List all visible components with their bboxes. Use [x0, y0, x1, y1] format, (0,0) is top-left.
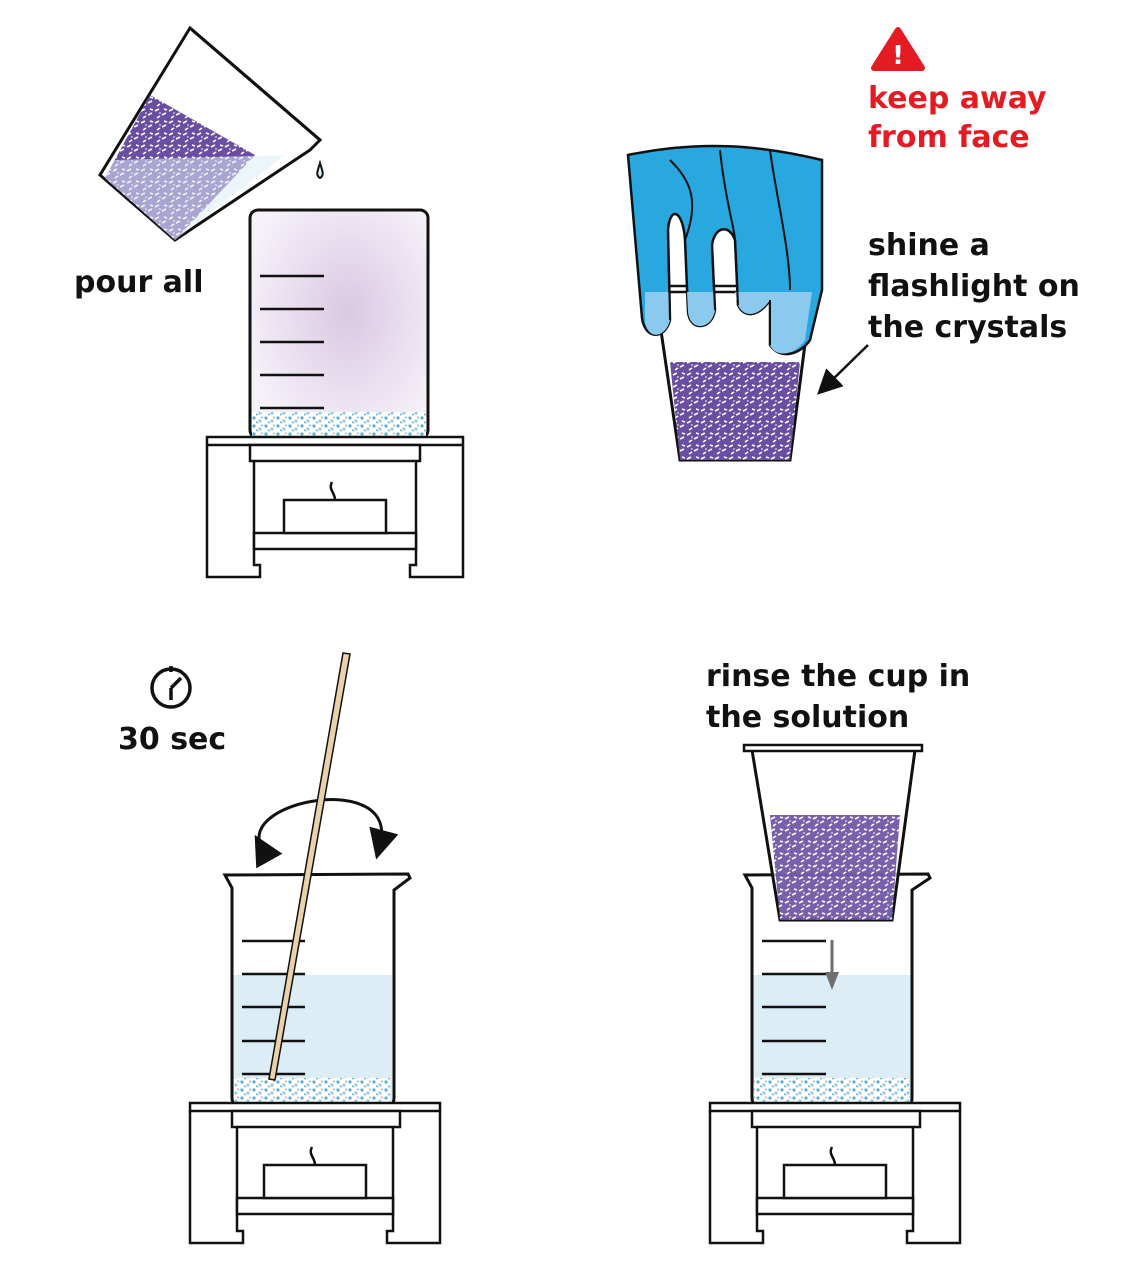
- timer-label: 30 sec: [118, 722, 226, 757]
- beaker: [248, 208, 430, 440]
- beaker-with-solution: [742, 872, 932, 1108]
- warning-triangle-icon: !: [871, 27, 925, 71]
- pointer-arrow: [817, 344, 869, 395]
- flashlight-instruction-line-2: flashlight on: [868, 269, 1080, 304]
- warning-line-1: keep away: [868, 81, 1047, 116]
- pour-label: pour all: [74, 265, 204, 300]
- flashlight-panel: ! keep away from face shine a flashlight…: [626, 27, 1080, 462]
- stir-panel: 30 sec: [118, 652, 442, 1245]
- warning-line-2: from face: [868, 120, 1030, 155]
- rinse-instruction-line-2: the solution: [706, 700, 909, 735]
- candle-warmer-stand: [708, 1101, 962, 1245]
- rinse-instruction-line-1: rinse the cup in: [706, 659, 970, 694]
- cup-with-crystals: [742, 743, 924, 922]
- candle-warmer-stand: [205, 435, 465, 579]
- droplet-icon: [316, 159, 324, 180]
- flashlight-instruction-line-3: the crystals: [868, 310, 1067, 345]
- stirring-stick: [268, 652, 351, 1081]
- down-arrow-icon: [825, 940, 839, 990]
- beaker-pouring-icon: [98, 25, 323, 242]
- flashlight-instruction-line-1: shine a: [868, 228, 990, 263]
- beaker-with-solution: [222, 872, 412, 1108]
- gloved-hand: [626, 144, 824, 356]
- rinse-panel: rinse the cup in the solution: [706, 659, 970, 1245]
- warning-symbol: !: [892, 41, 904, 71]
- pour-panel: pour all: [74, 25, 465, 579]
- candle-warmer-stand: [188, 1101, 442, 1245]
- timer-icon: [150, 666, 192, 709]
